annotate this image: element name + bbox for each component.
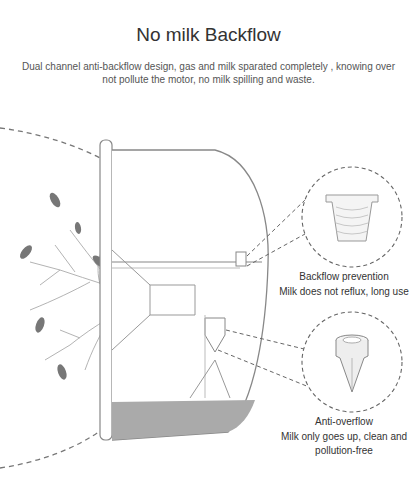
duckbill-valve [205, 318, 225, 352]
pump-flange [100, 140, 112, 440]
valve-part [236, 252, 246, 266]
valve-ridge [336, 207, 368, 210]
valve-slit [352, 358, 353, 390]
callout-outline [274, 311, 414, 415]
callout-circle: Backflow preventionMilk does not reflux,… [274, 166, 414, 301]
duct-line [40, 270, 60, 285]
diagram-title: No milk Backflow [10, 24, 407, 46]
callout-outline [274, 166, 414, 270]
milk-drop [34, 316, 47, 334]
leader-line [247, 200, 305, 256]
leader-line [218, 350, 309, 387]
leader-line [247, 234, 305, 266]
valve-part [190, 360, 230, 398]
milk-drop [74, 222, 82, 235]
pump-body [112, 150, 268, 440]
valve-opening [343, 337, 361, 343]
callout-body: Milk only goes up, clean and pollution-f… [274, 430, 414, 459]
leader-line [226, 330, 304, 349]
callout-heading: Backflow prevention [274, 270, 414, 285]
valve-stem [205, 315, 206, 398]
callout-body: Milk does not reflux, long use [274, 285, 414, 300]
callout-heading: Anti-overflow [274, 415, 414, 430]
valve-ridge [336, 215, 368, 218]
breast-shield-tunnel [112, 250, 150, 350]
milk-fill [112, 400, 255, 440]
milk-drop [48, 191, 63, 209]
callout-circle-outline [302, 312, 402, 412]
breast-shield-tunnel [150, 285, 195, 315]
duct-line [30, 282, 90, 310]
breast-outline [0, 428, 104, 468]
milk-drop [18, 243, 34, 260]
duct-line [55, 245, 75, 272]
duct-line [60, 330, 80, 338]
callout-circle-outline [302, 167, 402, 267]
valve-ridge [336, 223, 368, 226]
silicone-valve [326, 195, 378, 241]
milk-drop [56, 363, 69, 381]
valve-ridge [336, 231, 368, 234]
callout-circle: Anti-overflowMilk only goes up, clean an… [274, 311, 414, 461]
duckbill-valve [336, 340, 368, 392]
breast-outline [0, 128, 104, 160]
subtitle-note: Dual channel anti-backflow design, gas a… [22, 60, 395, 86]
